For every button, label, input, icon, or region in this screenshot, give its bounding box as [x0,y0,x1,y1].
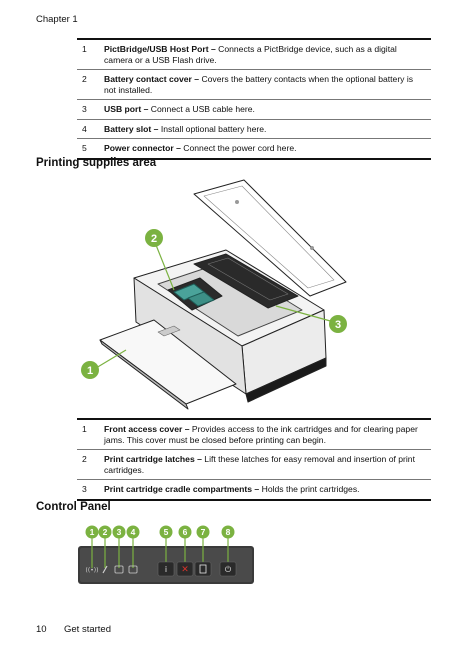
table-row: 1 Front access cover – Provides access t… [77,418,431,450]
resume-button[interactable] [194,561,212,577]
table-row: 3 USB port – Connect a USB cable here. [77,99,431,120]
section-heading-printing-supplies: Printing supplies area [36,157,157,169]
row-description: Connects a PictBridge device, such as a … [104,44,397,65]
printer-lid [193,179,347,297]
supplies-table: 1 Front access cover – Provides access t… [77,418,431,501]
row-description: Provides access to the ink cartridges an… [104,424,418,445]
cancel-button[interactable]: ✕ [176,561,194,577]
ports-table: 1 PictBridge/USB Host Port – Connects a … [77,38,431,160]
callout-7: 7 [196,525,210,539]
svg-text:1: 1 [87,365,93,377]
row-description: Install optional battery here. [158,123,267,134]
callout-3: 3 [329,315,347,333]
battery-status-icon [128,565,138,574]
row-term: Battery slot – [104,123,159,134]
svg-text:6: 6 [183,527,188,537]
row-term: USB port – [104,104,149,114]
row-description: Holds the print cartridges. [259,484,360,494]
row-term: Print cartridge cradle compartments – [104,484,260,494]
row-term: Front access cover – [104,424,190,434]
control-panel-illustration: ((•)) i ✕ ⏻ 1 2 3 4 5 [78,525,254,584]
callout-1: 1 [81,361,99,379]
table-row: 2 Battery contact cover – Covers the bat… [77,69,431,100]
ink-indicator-icon [102,565,108,574]
row-number: 3 [82,484,87,494]
row-number: 3 [82,104,87,114]
row-number: 4 [82,123,87,134]
callout-6: 6 [178,525,192,539]
row-term: PictBridge/USB Host Port – [104,44,216,54]
svg-text:8: 8 [226,527,231,537]
table-row: 3 Print cartridge cradle compartments – … [77,479,431,501]
svg-text:2: 2 [151,233,157,245]
row-number: 1 [82,424,87,434]
svg-text:1: 1 [90,527,95,537]
callout-5: 5 [159,525,173,539]
callout-2: 2 [145,229,163,247]
printer-illustration: 2 3 1 [81,179,347,410]
callout-3: 3 [112,525,126,539]
power-icon: ⏻ [225,565,232,574]
svg-text:3: 3 [335,319,341,331]
table-row: 2 Print cartridge latches – Lift these l… [77,449,431,480]
row-term: Print cartridge latches – [104,454,202,464]
row-number: 2 [82,454,87,464]
info-button[interactable]: i [157,561,175,577]
row-term: Power connector – [104,143,181,153]
row-number: 1 [82,44,87,54]
cancel-icon: ✕ [181,565,189,575]
svg-text:3: 3 [117,527,122,537]
section-heading-control-panel: Control Panel [36,501,111,513]
row-description: Connect a USB cable here. [148,104,255,114]
row-description: Connect the power cord here. [180,143,297,153]
page-number: 10 [36,624,47,635]
callout-1: 1 [85,525,99,539]
chapter-label: Chapter 1 [36,14,78,25]
row-term: Battery contact cover – [104,74,200,84]
table-row: 5 Power connector – Connect the power co… [77,138,431,160]
resume-icon [199,564,207,574]
callout-2: 2 [98,525,112,539]
battery-indicator-icon [114,565,124,574]
svg-text:7: 7 [201,527,206,537]
svg-text:2: 2 [103,527,108,537]
row-number: 2 [82,74,87,84]
callout-8: 8 [221,525,235,539]
svg-text:4: 4 [131,527,136,537]
row-description: Lift these latches for easy removal and … [104,454,415,475]
row-description: Covers the battery contacts when the opt… [104,74,414,95]
table-row: 1 PictBridge/USB Host Port – Connects a … [77,38,431,70]
power-button[interactable]: ⏻ [219,561,237,577]
info-icon: i [165,565,167,574]
callout-4: 4 [126,525,140,539]
svg-text:((•)): ((•)) [86,567,99,574]
row-number: 5 [82,143,87,153]
wireless-indicator-icon: ((•)) [86,567,99,574]
table-row: 4 Battery slot – Install optional batter… [77,119,431,139]
footer-section-title: Get started [64,624,111,635]
svg-text:5: 5 [164,527,169,537]
